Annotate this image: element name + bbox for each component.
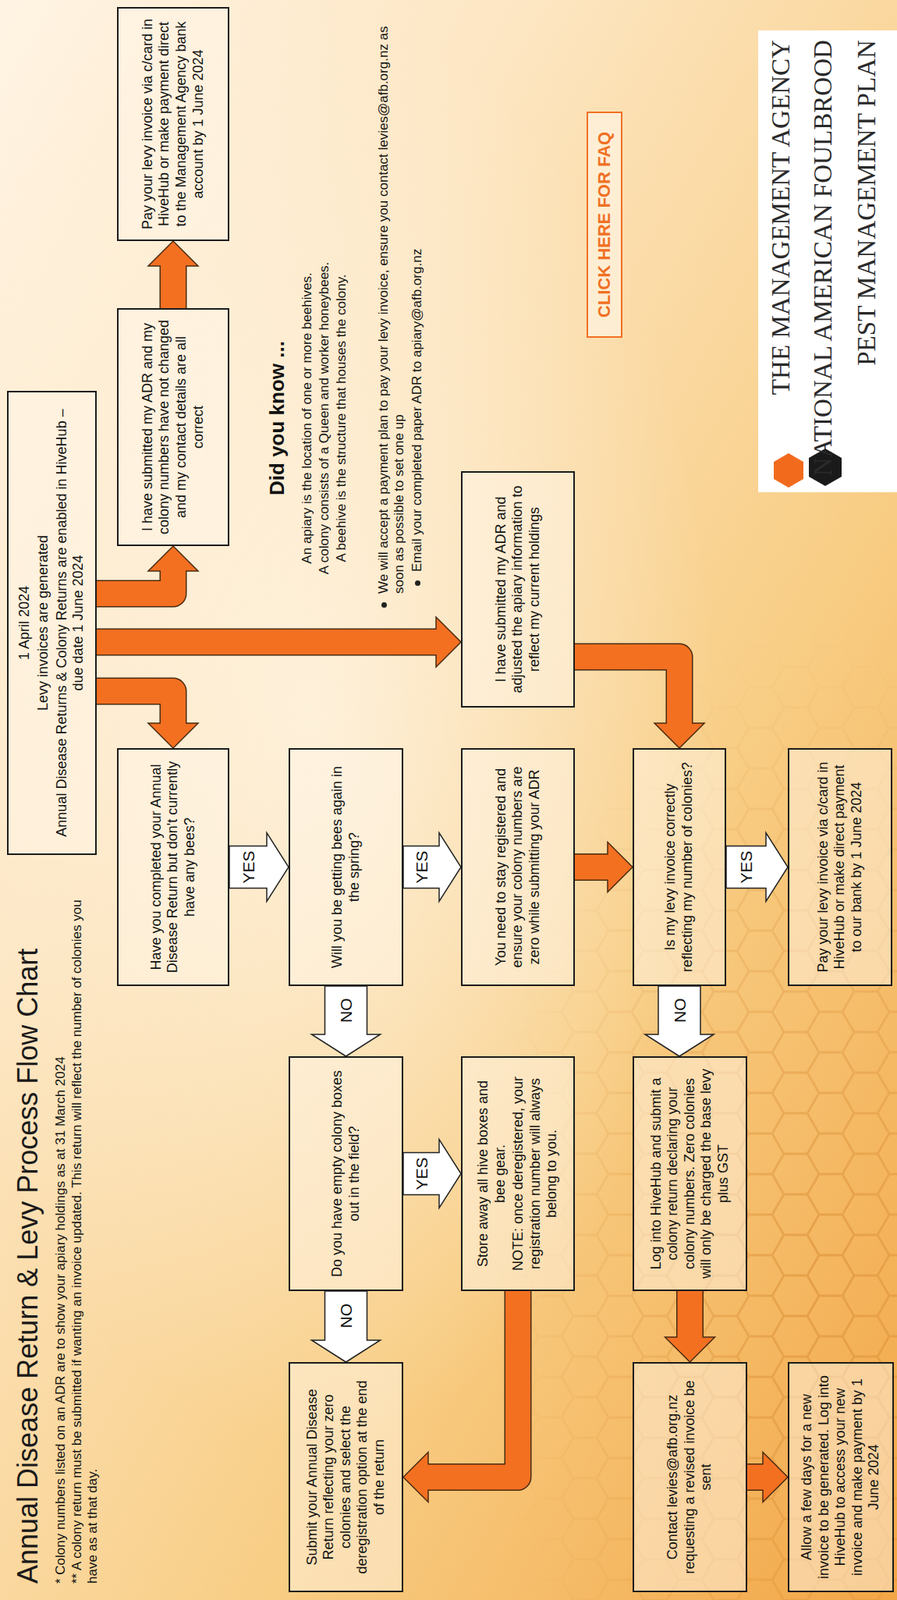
start-box: 1 April 2024Levy invoices are generatedA… [7,390,97,855]
decision-arrow [403,1139,461,1209]
flow-arrow [96,691,199,749]
flow-arrow [665,1290,716,1362]
bullet-text: We will accept a payment plan to pay you… [375,16,408,594]
process-box: Do you have empty colony boxes out in th… [288,1056,404,1291]
edge-label: NO [337,997,355,1025]
box-text: CLICK HERE FOR FAQ [594,119,615,330]
footnote: * Colony numbers listed on an ADR are to… [53,881,69,1584]
flow-arrow [747,1452,788,1503]
arrow-shaft [96,569,174,594]
process-box: Have you completed your Annual Disease R… [117,748,230,986]
box-text: 1 April 2024 [16,401,34,844]
box-text: Do you have empty colony boxes out in th… [329,1067,363,1280]
flow-arrow [574,842,633,893]
edge-label: YES [413,1155,430,1191]
flow-arrow [229,833,289,902]
decision-arrow [229,833,289,902]
process-box: Pay your levy invoice via c/card in Hive… [117,7,230,242]
flow-arrow [574,656,705,749]
box-text: Contact levies@afb.org.nz requesting a r… [664,1372,716,1582]
box-text: Will you be getting bees again in the sp… [329,758,363,975]
box-text: I have submitted my ADR and adjusted the… [492,482,544,697]
definition-text: A beehive is the structure that houses t… [333,168,350,668]
process-box: Log into HiveHub and submit a colony ret… [632,1056,748,1291]
process-box: You need to stay registered and ensure y… [460,748,575,986]
arrow-shaft [96,691,174,725]
box-text: Annual Disease Returns & Colony Returns … [53,401,88,844]
arrow-head [665,1336,716,1362]
box-text: Have you completed your Annual Disease R… [148,758,199,975]
flow-arrow [726,833,788,902]
edge-label: YES [240,849,257,884]
arrow-head [148,241,199,266]
process-box: Allow a few days for a new invoice to be… [787,1361,894,1592]
arrow-shaft [160,264,186,309]
arrow-shaft [574,656,680,725]
bullet-dot [381,602,387,608]
arrow-head [654,723,705,749]
arrow-head [148,546,199,571]
arrow-shaft [574,854,610,880]
info-heading: Did you know ... [265,223,290,614]
box-text: Is my levy invoice correctly reflecting … [662,758,696,975]
arrow-outline [428,1290,518,1478]
chart-title: Annual Disease Return & Levy Process Flo… [10,948,45,1584]
box-text: Allow a few days for a new invoice to be… [798,1372,883,1582]
footnote: ** A colony return must be submitted if … [69,897,102,1584]
flow-arrow [96,546,199,594]
edge-label: YES [737,849,755,884]
box-text: You need to stay registered and ensure y… [492,758,544,975]
logo-text: NATIONAL AMERICAN FOULBROOD [808,39,840,476]
arrow-shaft [677,1290,703,1339]
decision-arrow [312,1290,381,1362]
process-box: Contact levies@afb.org.nz requesting a r… [632,1361,748,1592]
flow-arrow [403,1290,518,1503]
arrow-shaft [96,629,438,655]
process-box: Will you be getting bees again in the sp… [288,748,404,986]
edge-label: NO [671,997,688,1025]
edge-label: NO [337,1302,355,1330]
box-text: Pay your levy invoice via c/card in Hive… [815,758,866,975]
logo-text: PEST MANAGEMENT PLAN [851,39,883,366]
box-text: Levy invoices are generated [35,401,53,844]
process-box: Is my levy invoice correctly reflecting … [632,748,727,986]
arrow-head [148,723,199,749]
flow-arrow [645,985,714,1057]
bullet-dot [414,580,421,586]
logo-text: THE MANAGEMENT AGENCY [765,39,798,395]
process-box: I have submitted my ADR and adjusted the… [460,471,575,708]
flow-arrow [403,1139,461,1209]
flow-arrow [403,833,461,902]
flow-arrow [96,616,461,667]
definition-text: An apiary is the location of one or more… [299,168,316,668]
arrow-head [403,1452,429,1503]
process-box: Store away all hive boxes and bee gear.N… [460,1056,575,1291]
arrow-shaft [426,1290,518,1478]
box-text: Log into HiveHub and submit a colony ret… [648,1067,733,1280]
process-box: Pay your levy invoice via c/card in Hive… [787,748,893,986]
edge-label: YES [413,849,430,884]
decision-arrow [312,985,381,1057]
bullet-text: Email your completed paper ADR to apiary… [409,25,426,572]
arrow-head [436,616,461,667]
decision-arrow [645,985,714,1057]
definition-text: A colony consists of a Queen and worker … [316,168,333,668]
box-text: Store away all hive boxes and bee gear. [475,1067,509,1280]
arrow-head [607,842,633,893]
box-text: I have submitted my ADR and my colony nu… [139,319,207,536]
process-box: I have submitted my ADR and my colony nu… [117,308,230,546]
flow-arrow [312,1290,381,1362]
box-text: Pay your levy invoice via c/card in Hive… [139,17,207,231]
box-text: Submit your Annual Disease Return reflec… [304,1372,389,1582]
decision-arrow [403,833,461,902]
process-box: Submit your Annual Disease Return reflec… [288,1361,404,1592]
faq-button: CLICK HERE FOR FAQ [586,111,623,338]
arrow-shaft [747,1464,765,1490]
flow-arrow [148,241,199,309]
flow-arrow [312,985,381,1057]
box-text: NOTE: once deregistered, your registrati… [510,1067,561,1280]
arrow-head [762,1452,788,1503]
decision-arrow [726,833,788,902]
